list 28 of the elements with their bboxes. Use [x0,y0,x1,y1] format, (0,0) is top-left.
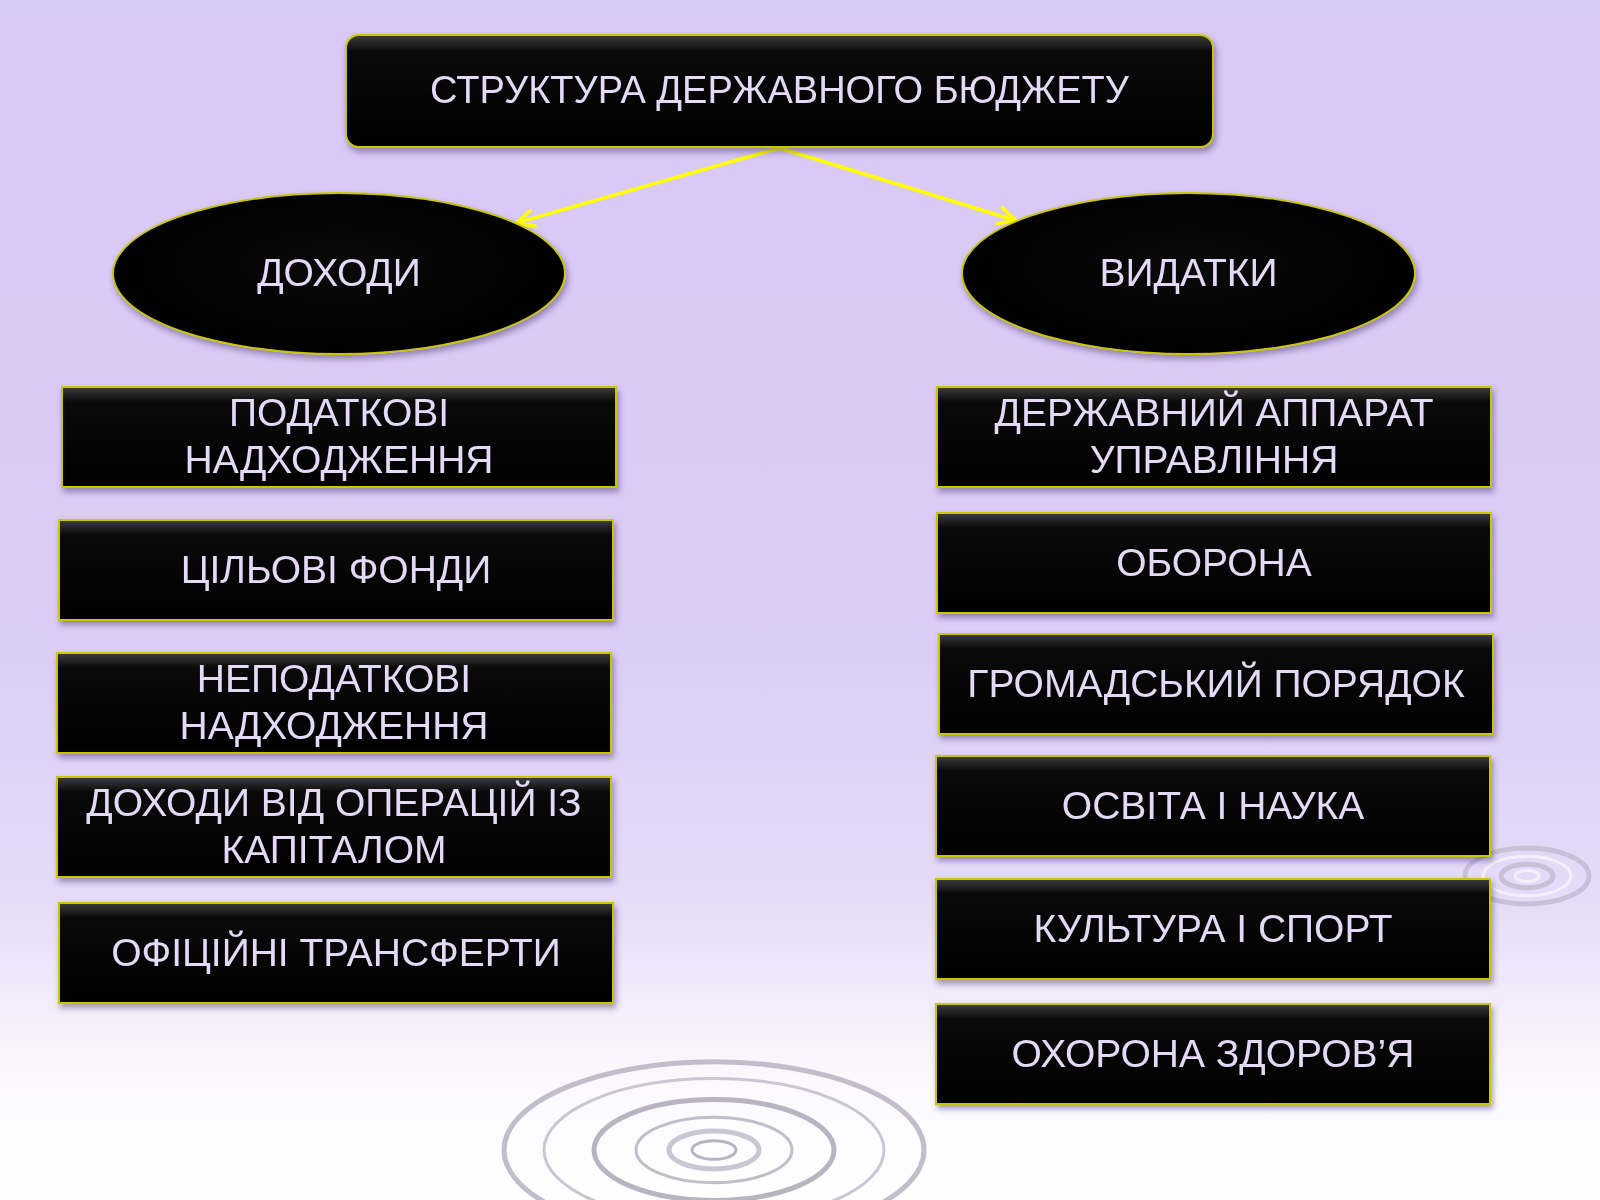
item-box [936,386,1492,488]
item-text: ОФІЦІЙНІ ТРАНСФЕРТИ [111,929,561,976]
item-box [56,776,612,878]
item-text: ЦІЛЬОВІ ФОНДИ [180,546,492,593]
category-text: ВИДАТКИ [1099,250,1278,297]
category-text: ДОХОДИ [257,250,421,297]
item-box [58,519,614,621]
item-box [61,386,617,488]
item-box [935,755,1491,857]
item-box [58,902,614,1004]
title-box [345,34,1214,148]
item-box [56,652,612,754]
item-text: ГРОМАДСЬКИЙ ПОРЯДОК [967,660,1465,707]
title-text: СТРУКТУРА ДЕРЖАВНОГО БЮДЖЕТУ [430,68,1129,114]
item-text: ОБОРОНА [1116,539,1312,586]
item-text: НЕПОДАТКОВІ НАДХОДЖЕННЯ [178,656,490,749]
item-text: ДОХОДИ ВІД ОПЕРАЦІЙ ІЗ КАПІТАЛОМ [85,780,583,873]
item-text: ДЕРЖАВНИЙ АППАРАТ УПРАВЛІННЯ [993,390,1435,483]
item-box [935,878,1491,980]
arrow [515,146,782,229]
item-box [935,1003,1491,1105]
item-box [938,633,1494,735]
item-text: ПОДАТКОВІ НАДХОДЖЕННЯ [183,390,495,483]
item-box [936,512,1492,614]
item-text: КУЛЬТУРА І СПОРТ [1033,905,1393,952]
item-text: ОХОРОНА ЗДОРОВ’Я [1011,1030,1415,1077]
item-text: ОСВІТА І НАУКА [1061,782,1365,829]
arrow [777,146,1018,226]
